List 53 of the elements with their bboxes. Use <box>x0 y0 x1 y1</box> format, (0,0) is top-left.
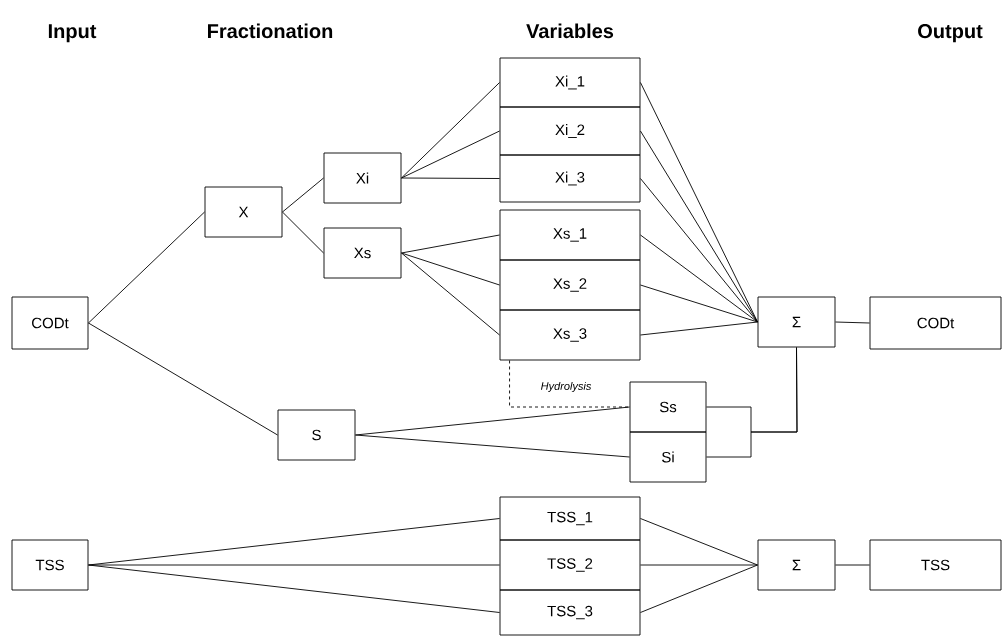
connector-line <box>401 82 500 179</box>
column-heading: Fractionation <box>208 23 333 39</box>
connector-line <box>706 347 798 458</box>
process-box: Σ <box>757 539 836 591</box>
connector-line <box>640 130 758 323</box>
connector-line <box>509 360 630 408</box>
process-box: Xi_1 <box>499 57 641 108</box>
process-box: TSS <box>11 539 89 591</box>
process-box: Xs_1 <box>499 209 641 261</box>
connector-line <box>355 434 630 458</box>
connector-line <box>401 130 500 179</box>
process-box: TSS_1 <box>499 496 641 541</box>
process-box: X <box>204 186 283 238</box>
connector-line <box>640 321 758 336</box>
process-box: Xi <box>323 152 402 204</box>
process-box: CODt <box>869 296 1002 350</box>
connector-line <box>88 564 500 613</box>
column-heading: Output <box>918 24 983 43</box>
connector-line <box>88 564 500 566</box>
connector-line <box>88 322 278 436</box>
connector-line <box>640 564 758 613</box>
process-box: Σ <box>757 296 836 348</box>
process-box: Xs_3 <box>499 309 641 361</box>
process-box: S <box>277 409 356 461</box>
connector-line <box>282 211 324 254</box>
connector-line <box>282 177 324 213</box>
process-box: Xi_2 <box>499 106 641 156</box>
connector-line <box>401 177 500 179</box>
process-box: Si <box>629 431 707 483</box>
connector-line <box>640 234 758 323</box>
connector-line <box>640 284 758 323</box>
process-box: TSS <box>869 539 1002 591</box>
connector-line <box>835 564 870 566</box>
connector-line <box>835 321 870 324</box>
column-heading: Input <box>48 24 97 43</box>
process-box: TSS_3 <box>499 589 641 636</box>
connector-line <box>88 211 205 324</box>
connector-line <box>640 178 758 323</box>
connector-line <box>401 252 500 286</box>
column-heading: Variables <box>526 23 614 39</box>
connector-line <box>401 252 500 336</box>
connector-line <box>640 518 758 566</box>
connector-line <box>401 234 500 254</box>
process-box: TSS_2 <box>499 539 641 591</box>
process-box: Xs_2 <box>499 259 641 311</box>
connector-line <box>355 406 630 436</box>
connector-line <box>640 82 758 323</box>
process-box: Ss <box>629 381 707 433</box>
connector-line <box>640 564 758 566</box>
edge-label: Hydrolysis <box>539 380 593 394</box>
process-box: CODt <box>11 296 89 350</box>
process-box: Xs <box>323 227 402 279</box>
process-box: Xi_3 <box>499 154 641 203</box>
